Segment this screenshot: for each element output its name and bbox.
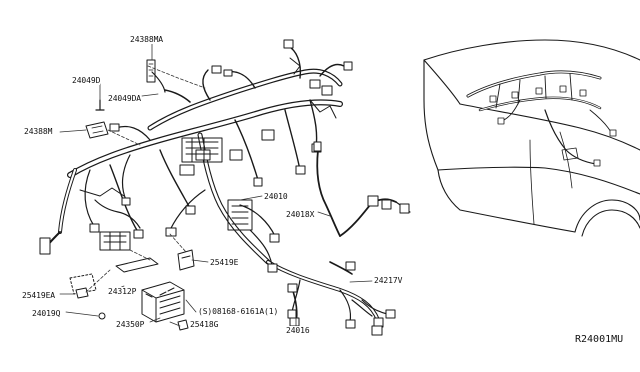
part-label-25419ea: 25419EA	[22, 291, 56, 300]
sub-harness-24217v	[329, 261, 383, 336]
part-label-24388ma: 24388MA	[130, 35, 164, 44]
part-label-24388m: 24388M	[24, 127, 53, 136]
part-label-24019q: 24019Q	[32, 309, 61, 318]
part-label-24312p: 24312P	[108, 287, 137, 296]
fuse-block-24350p	[69, 249, 195, 331]
part-label-24010: 24010	[264, 192, 288, 201]
part-label-24350p: 24350P	[116, 320, 145, 329]
part-label-24049da: 24049DA	[108, 94, 142, 103]
part-label-24016: 24016	[286, 326, 310, 335]
sub-harness-24018x	[313, 141, 411, 237]
part-label-25419e: 25419E	[210, 258, 239, 267]
part-label-24217v: 24217V	[374, 276, 403, 285]
part-label-08168-6161a: (S)08168-6161A(1)	[198, 307, 279, 316]
diagram-code: R24001MU	[575, 334, 624, 345]
part-label-25418g: 25418G	[190, 320, 219, 329]
part-label-24018x: 24018X	[286, 210, 315, 219]
part-label-24049d: 24049D	[72, 76, 101, 85]
vehicle-inset-drawing	[423, 39, 640, 237]
main-harness-drawing	[39, 39, 396, 329]
